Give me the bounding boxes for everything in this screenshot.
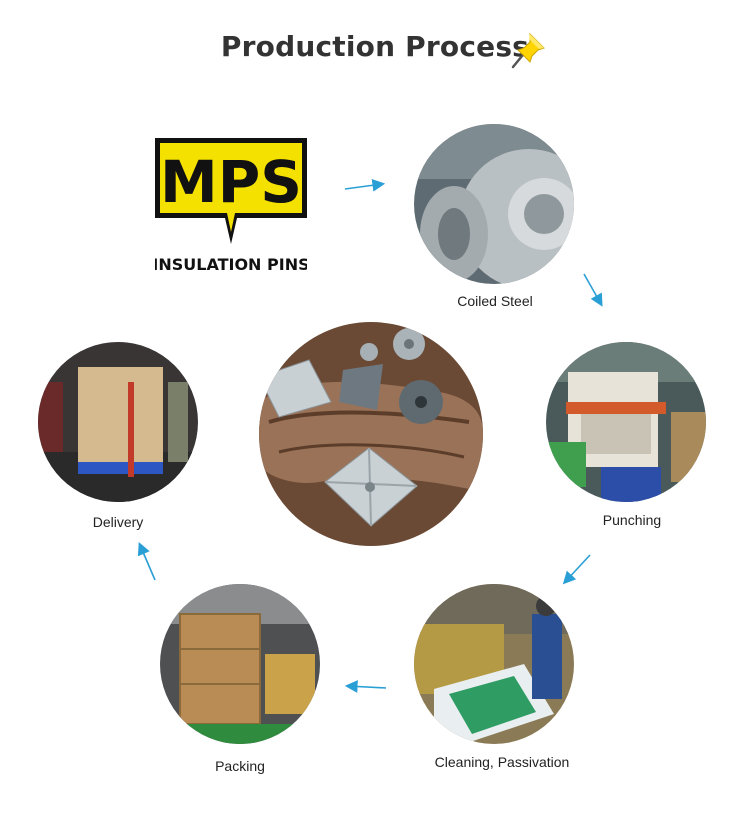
product-photo: [259, 322, 483, 546]
packing-photo: [160, 584, 320, 744]
mps-logo: MPS INSULATION PINS: [152, 138, 310, 283]
pushpin-icon: [511, 32, 545, 69]
step-label-coiled-steel: Coiled Steel: [457, 293, 533, 309]
page-title-wrap: Production Process: [0, 30, 750, 63]
step-label-cleaning-passivation: Cleaning, Passivation: [434, 754, 570, 770]
delivery-photo: [38, 342, 198, 502]
coiled-steel-photo: [414, 124, 574, 284]
step-label-delivery: Delivery: [92, 514, 144, 530]
logo-letters: MPS: [160, 148, 302, 216]
step-label-packing: Packing: [215, 758, 265, 774]
page-title: Production Process: [220, 30, 530, 63]
logo-subtitle: INSULATION PINS: [155, 255, 307, 274]
step-label-punching: Punching: [602, 512, 662, 528]
